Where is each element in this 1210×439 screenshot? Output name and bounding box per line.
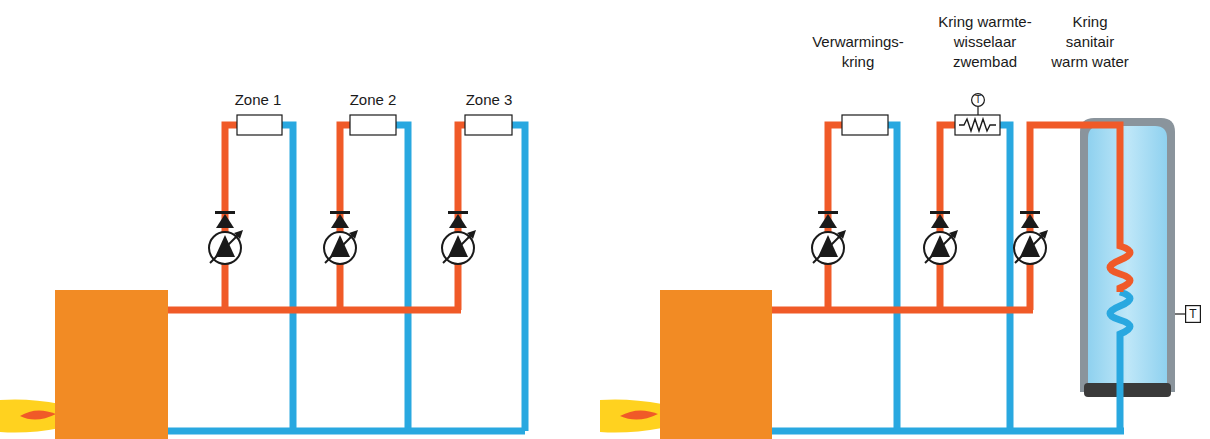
zone-label: Zone 3 (466, 90, 513, 110)
pump-symbol (324, 211, 358, 264)
boiler (660, 290, 772, 439)
zone-label: Zone 2 (350, 90, 397, 110)
radiator (842, 115, 888, 135)
circuit-label: Verwarmings- kring (812, 32, 904, 72)
exchanger-coil (959, 119, 996, 131)
pump-symbol (209, 211, 243, 264)
return-pipe (765, 125, 1130, 431)
heat-exchanger (955, 115, 1000, 135)
circuit-label: Kring sanitair warm water (1051, 12, 1129, 72)
flame (20, 410, 56, 419)
burner (0, 400, 60, 433)
sensor-lead (1175, 313, 1185, 314)
boiler (55, 290, 168, 439)
right-system (600, 107, 1185, 439)
zone-label: Zone 1 (235, 90, 282, 110)
sensor-letter: T (1185, 308, 1201, 320)
supply-pipe (160, 125, 465, 310)
supply-pipe (765, 125, 1130, 310)
return-pipe (160, 125, 525, 431)
radiator (350, 115, 396, 135)
radiator (465, 115, 512, 135)
pump-symbol (924, 211, 958, 264)
pump-symbol (812, 211, 846, 264)
sensor-lead (977, 107, 978, 115)
circuit-label: Kring warmte- wisselaar zwembad (938, 12, 1031, 72)
radiator (237, 115, 282, 135)
temperature-sensor: T (971, 93, 985, 107)
tank-base (1084, 383, 1171, 397)
temperature-sensor: T (1185, 305, 1201, 323)
pump-symbol (442, 211, 476, 264)
sensor-letter: T (971, 95, 985, 105)
left-system (0, 115, 525, 439)
burner (600, 400, 662, 433)
pump-symbol (1014, 211, 1048, 264)
flame (620, 410, 658, 419)
